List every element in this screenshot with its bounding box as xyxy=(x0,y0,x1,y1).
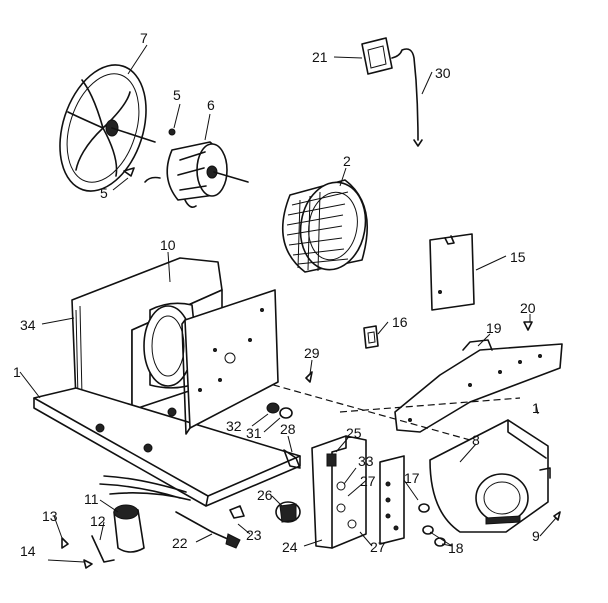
callout-34: 34 xyxy=(20,317,36,333)
callout-21: 21 xyxy=(312,49,328,65)
part-small-hardware xyxy=(266,402,301,469)
callout-24: 24 xyxy=(282,539,298,555)
callout-29: 29 xyxy=(304,345,320,361)
callout-26: 26 xyxy=(257,487,273,503)
part-blower-housing xyxy=(429,419,561,533)
callout-labels: 7 5 6 5 2 21 30 10 15 34 16 20 19 29 1 1… xyxy=(13,30,540,559)
callout-25: 25 xyxy=(346,425,362,441)
callout-31: 31 xyxy=(246,425,262,441)
part-motor xyxy=(123,128,249,208)
callout-8: 8 xyxy=(472,432,480,448)
callout-5-bottom: 5 xyxy=(100,185,108,201)
callout-23: 23 xyxy=(246,527,262,543)
callout-28: 28 xyxy=(280,421,296,437)
callout-1-left: 1 xyxy=(13,364,21,380)
callout-9: 9 xyxy=(532,528,540,544)
callout-17: 17 xyxy=(404,470,420,486)
callout-6: 6 xyxy=(207,97,215,113)
callout-27-upper: 27 xyxy=(360,473,376,489)
part-switch-bracket xyxy=(361,37,423,147)
part-side-panel xyxy=(429,233,475,311)
part-fan-grille xyxy=(59,64,156,192)
part-blower-wheel xyxy=(282,179,368,273)
callout-5-top: 5 xyxy=(173,87,181,103)
callout-22: 22 xyxy=(172,535,188,551)
callout-10: 10 xyxy=(160,237,176,253)
callout-30: 30 xyxy=(435,65,451,81)
part-back-plate xyxy=(181,289,313,435)
callout-12: 12 xyxy=(90,513,106,529)
callout-19: 19 xyxy=(486,320,502,336)
part-control-box xyxy=(311,435,405,549)
callout-15: 15 xyxy=(510,249,526,265)
callout-11: 11 xyxy=(84,491,99,507)
callout-32: 32 xyxy=(226,418,242,434)
part-capacitor-and-wiring xyxy=(61,475,245,569)
callout-18: 18 xyxy=(448,540,464,556)
callout-13: 13 xyxy=(42,508,58,524)
callout-14: 14 xyxy=(20,543,36,559)
part-clip xyxy=(363,325,379,349)
callout-1-right: 1 xyxy=(532,400,540,416)
callout-2: 2 xyxy=(343,153,351,169)
part-capacitor-clamp xyxy=(275,501,301,523)
callout-20: 20 xyxy=(520,300,536,316)
callout-27-lower: 27 xyxy=(370,539,386,555)
callout-7: 7 xyxy=(140,30,148,46)
callout-33: 33 xyxy=(358,453,374,469)
callout-16: 16 xyxy=(392,314,408,330)
part-divider-plate xyxy=(394,321,563,433)
leader-lines xyxy=(19,44,557,563)
